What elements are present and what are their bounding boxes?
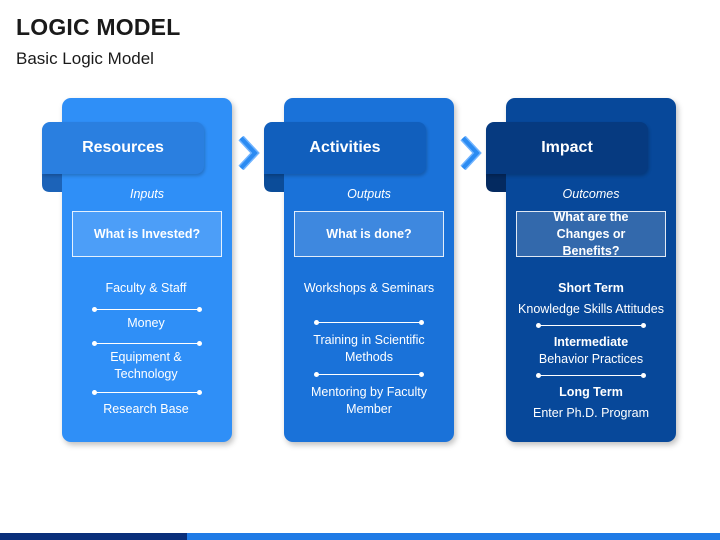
item-divider: [314, 371, 424, 379]
activities-question: What is done?: [294, 211, 444, 257]
long-term-desc: Enter Ph.D. Program: [532, 406, 649, 420]
impact-heading: Impact: [486, 122, 648, 174]
activities-banner: Activities: [264, 122, 426, 194]
inputs-label: Inputs: [129, 187, 165, 201]
item-divider: [536, 322, 646, 330]
item-divider: [92, 306, 202, 314]
item-divider: [92, 340, 202, 348]
outputs-label: Outputs: [347, 187, 391, 201]
list-item: Equipment & Technology: [110, 350, 182, 381]
list-item: Training in Scientific Methods: [313, 333, 425, 364]
impact-question-text: What are the Changes or Benefits?: [553, 209, 629, 258]
list-item: Mentoring by Faculty Member: [310, 385, 428, 416]
impact-banner: Impact: [486, 122, 648, 194]
list-item: Money: [127, 316, 165, 330]
list-item: Research Base: [103, 402, 189, 416]
intermediate-desc: Behavior Practices: [538, 352, 644, 366]
short-term-desc: Knowledge Skills Attitudes: [518, 302, 664, 316]
resources-banner: Resources: [42, 122, 204, 194]
resources-question: What is Invested?: [72, 211, 222, 257]
short-term-label: Short Term: [558, 281, 624, 295]
list-item: Faculty & Staff: [105, 281, 187, 295]
page-title: LOGIC MODEL: [16, 14, 181, 40]
outcomes-label: Outcomes: [562, 187, 620, 201]
chevron-right-icon: [460, 136, 482, 170]
intermediate-label: Intermediate: [553, 335, 629, 349]
item-divider: [314, 319, 424, 327]
long-term-label: Long Term: [559, 385, 623, 399]
item-divider: [536, 372, 646, 380]
chevron-right-icon: [238, 136, 260, 170]
resources-heading: Resources: [42, 122, 204, 174]
footer-bar: [0, 533, 720, 540]
impact-question: What are the Changes or Benefits?: [516, 209, 666, 258]
list-item: Workshops & Seminars: [303, 281, 435, 295]
item-divider: [92, 389, 202, 397]
page-subtitle: Basic Logic Model: [16, 49, 154, 68]
activities-heading: Activities: [264, 122, 426, 174]
